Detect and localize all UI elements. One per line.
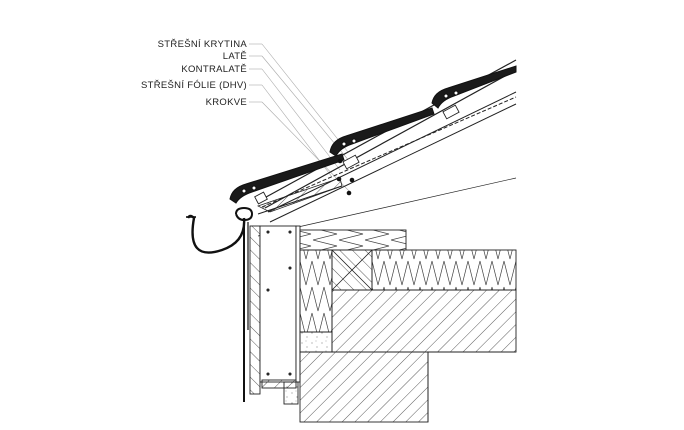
label-roof-membrane: STŘEŠNÍ FÓLIE (DHV) [141,80,247,91]
label-counter-battens: KONTRALATĚ [181,64,247,75]
eave-board [256,177,343,215]
roof-tiles [229,65,517,204]
label-battens: LATĚ [222,51,247,62]
wall-plate [299,229,517,353]
fascia-boards [249,225,301,405]
label-roof-covering: STŘEŠNÍ KRYTINA [157,39,247,50]
gutter [186,206,254,402]
label-rafters: KROKVE [205,97,247,108]
wall-section [299,351,516,423]
battens [254,104,460,205]
